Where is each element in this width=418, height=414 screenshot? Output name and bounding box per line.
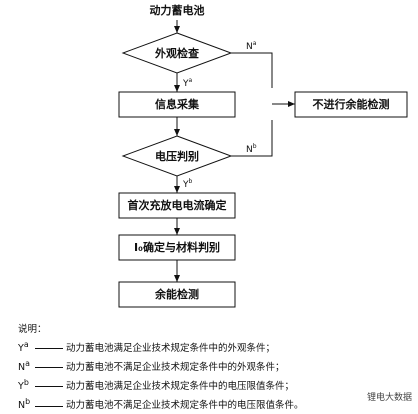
appearance-check-label: 外观检查 (154, 46, 199, 60)
branch-na-sup: a (253, 40, 257, 47)
branch-nb-sup: b (253, 143, 257, 150)
edge-voltage-no (231, 120, 273, 157)
edge-appearance-no (231, 52, 273, 88)
legend-item-nb-text: 动力蓄电池不满足企业技术规定条件中的电压限值条件。 (66, 400, 304, 412)
legend-dash (35, 386, 63, 388)
no-test-label: 不进行余能检测 (313, 97, 390, 111)
legend-na-sup: a (25, 359, 30, 369)
first-current-label: 首次充放电电流确定 (128, 198, 227, 212)
watermark: 锂电大数据 (366, 393, 412, 403)
legend-item-ya-text: 动力蓄电池满足企业技术规定条件中的外观条件； (66, 343, 276, 355)
legend-ya-letter: Y (18, 343, 24, 355)
process-info-collect (118, 91, 236, 118)
legend-item-na-mark: Na (18, 356, 34, 375)
branch-yb-sup: b (189, 178, 193, 185)
decision-voltage-judge (121, 135, 233, 177)
branch-na-letter: N (246, 42, 253, 52)
legend-title: 说明： (18, 324, 47, 335)
legend-item-yb-mark: Yb (18, 375, 34, 394)
legend-item-yb: Yb 动力蓄电池满足企业技术规定条件中的电压限值条件； (18, 375, 304, 394)
legend-nb-sup: b (25, 397, 31, 407)
legend-dash (35, 367, 63, 369)
decision-appearance-check (121, 32, 233, 74)
legend-nb-letter: N (18, 400, 26, 412)
process-residual-test (118, 281, 236, 308)
branch-ya-sup: a (189, 77, 193, 84)
branch-nb-letter: N (246, 145, 253, 155)
legend-item-ya-mark: Ya (18, 337, 34, 356)
residual-test-label: 余能检测 (154, 287, 199, 301)
legend-item-na-text: 动力蓄电池不满足企业技术规定条件中的外观条件； (66, 362, 285, 374)
legend-dash (35, 405, 63, 407)
legend-item-nb: Nb 动力蓄电池不满足企业技术规定条件中的电压限值条件。 (18, 394, 304, 413)
legend-item-na: Na 动力蓄电池不满足企业技术规定条件中的外观条件； (18, 356, 304, 375)
legend-item-yb-text: 动力蓄电池满足企业技术规定条件中的电压限值条件； (66, 381, 295, 393)
legend-yb-letter: Y (18, 381, 24, 393)
voltage-judge-label: 电压判别 (155, 149, 199, 163)
process-material-judge (118, 234, 236, 261)
legend: 说明： Ya 动力蓄电池满足企业技术规定条件中的外观条件； Na 动力蓄电池不满足企… (18, 322, 304, 414)
legend-yb-sup: b (23, 378, 29, 388)
material-judge-label: I₀确定与材料判别 (134, 240, 220, 254)
branch-yb-letter: Y (182, 180, 189, 190)
process-no-test (294, 91, 408, 118)
connectors (174, 20, 295, 282)
branch-ya-letter: Y (182, 79, 189, 89)
legend-na-letter: N (18, 362, 26, 374)
info-collect-label: 信息采集 (155, 97, 200, 111)
legend-ya-sup: a (23, 340, 29, 349)
legend-item-nb-mark: Nb (18, 394, 34, 413)
legend-item-ya: Ya 动力蓄电池满足企业技术规定条件中的外观条件； (18, 337, 304, 356)
branch-label-ya: Ya (182, 77, 193, 89)
branch-label-nb: Nb (246, 143, 257, 155)
legend-dash (35, 348, 63, 350)
flowchart: 动力蓄电池 外观检查 信息采集 电压判别 首次充放电电流确定 I₀确定与材料判别… (118, 3, 408, 308)
process-first-current (118, 192, 236, 219)
start-label: 动力蓄电池 (150, 3, 205, 17)
branch-label-na: Na (246, 40, 257, 52)
branch-label-yb: Yb (182, 178, 193, 190)
